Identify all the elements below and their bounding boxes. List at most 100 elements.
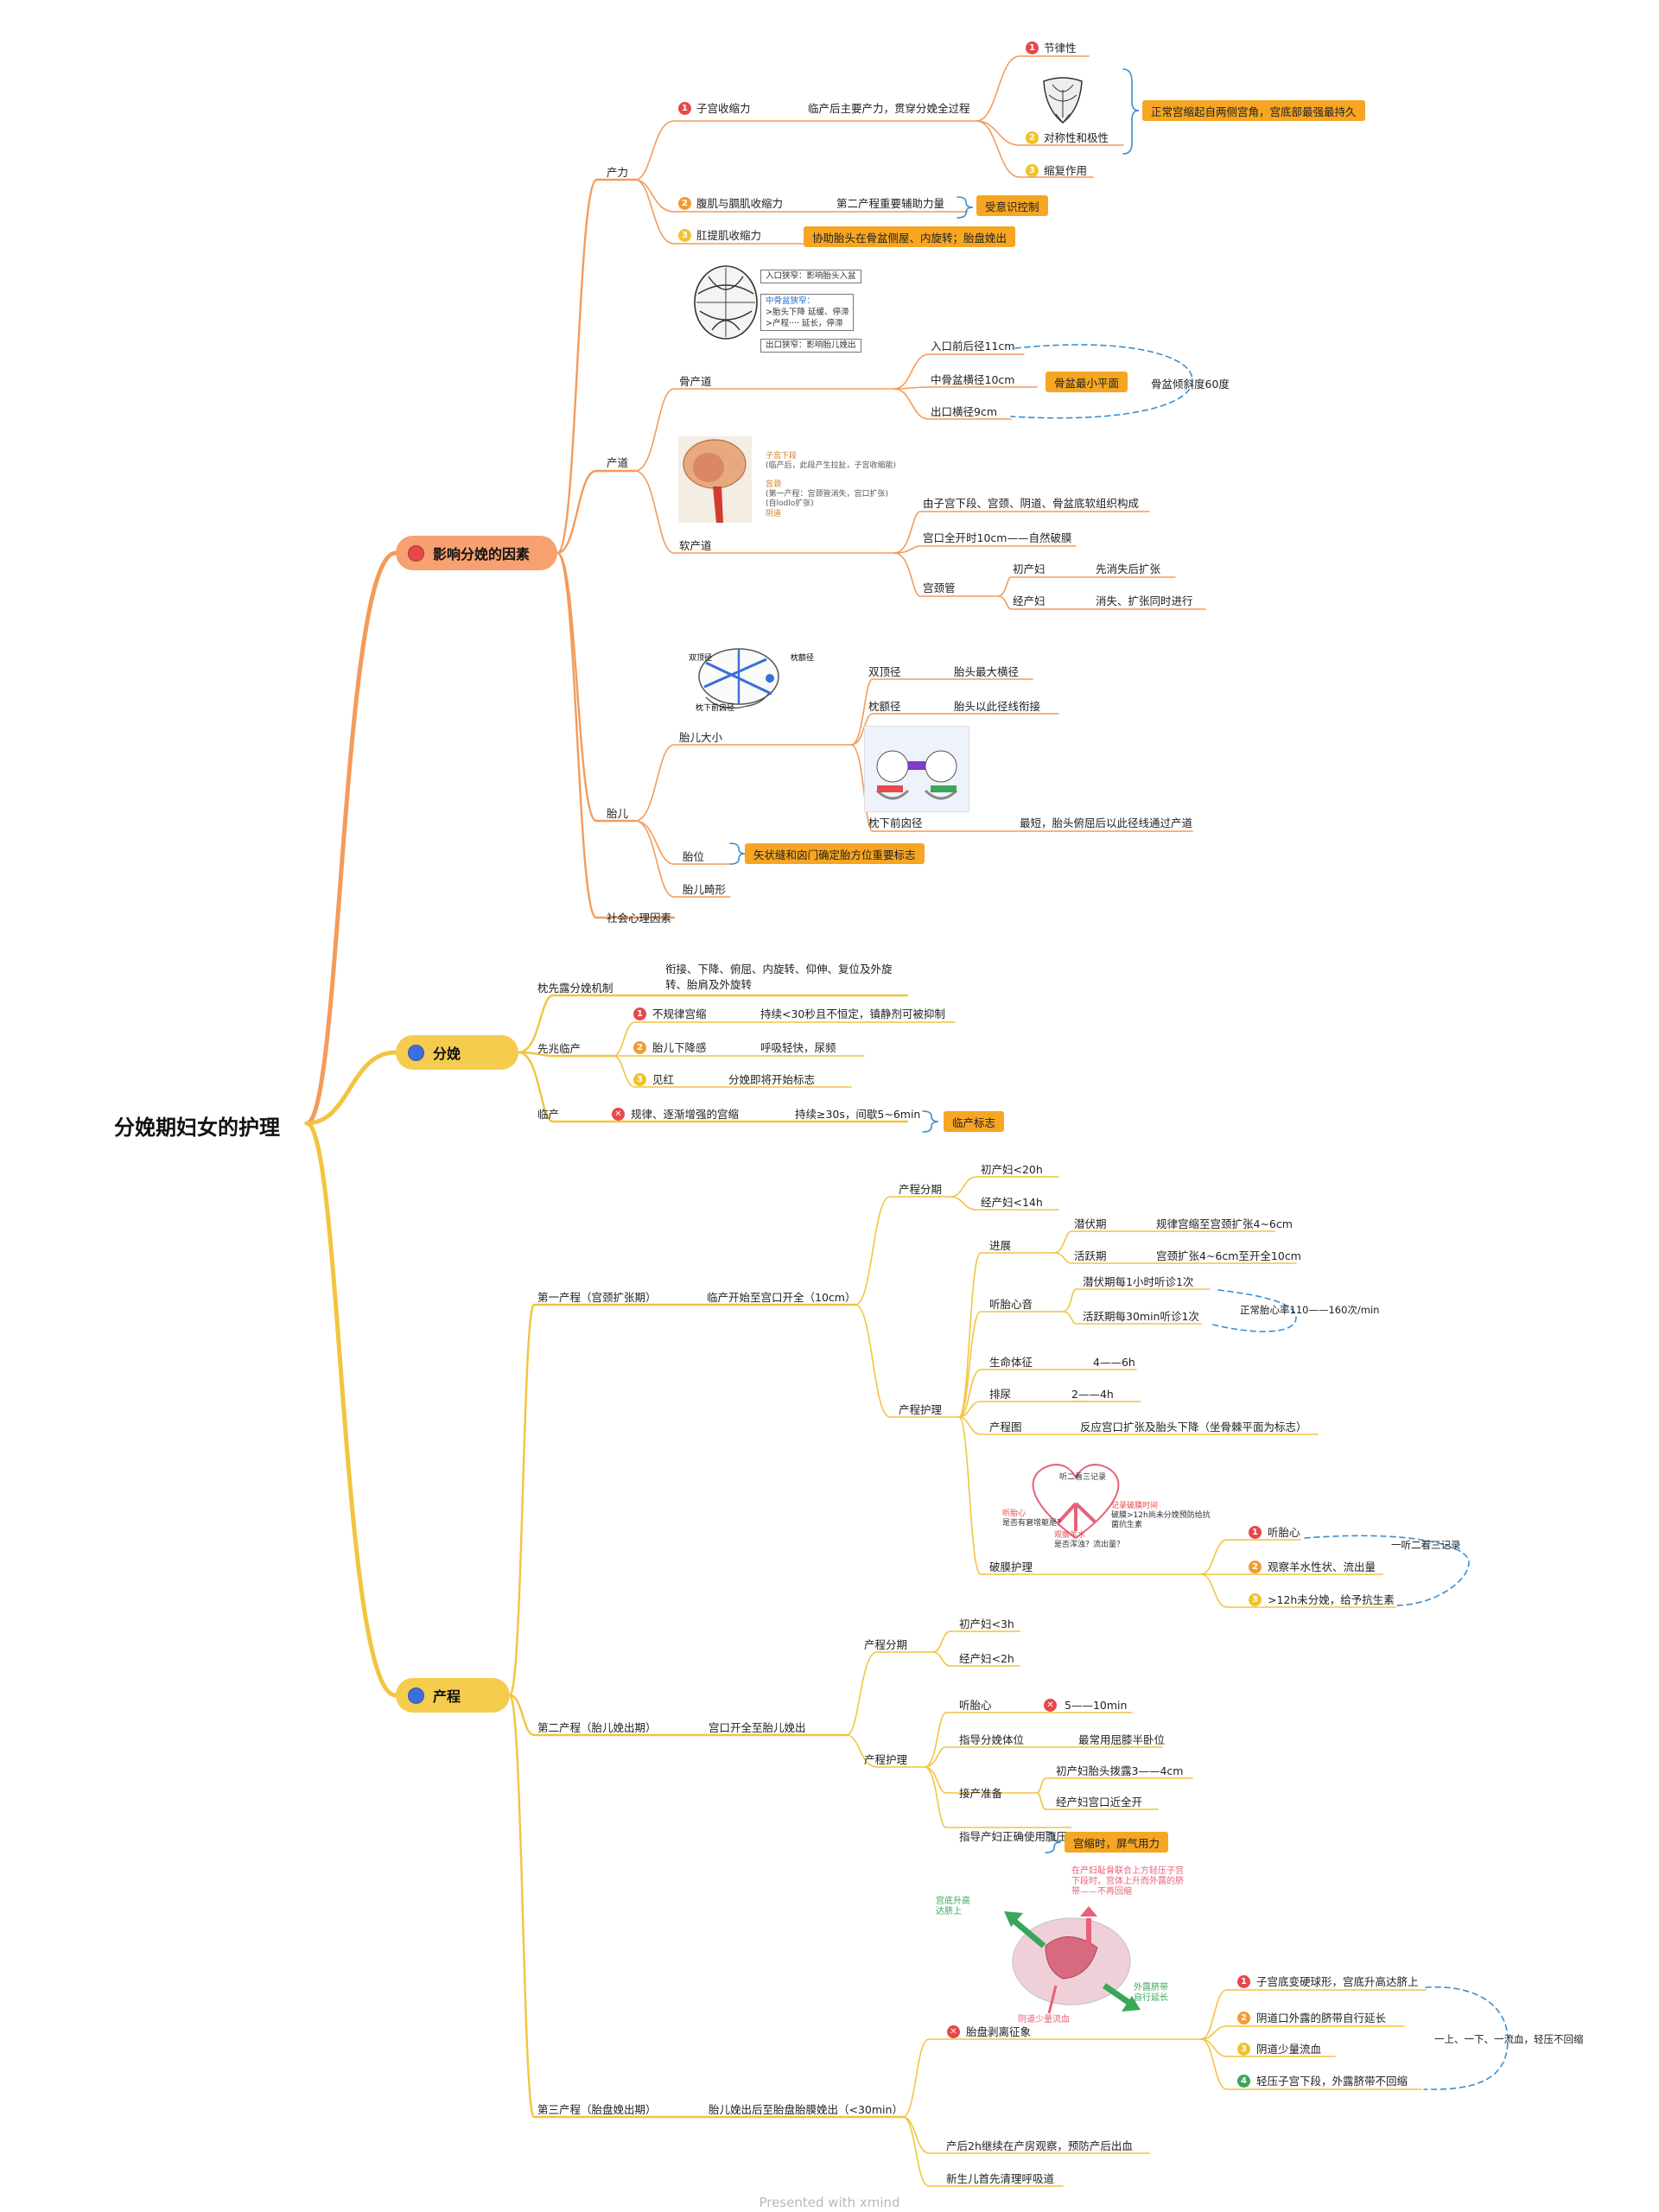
mechanism-desc[interactable]: 衔接、下降、俯屈、内旋转、仰伸、复位及外旋转、胎肩及外旋转 [665,963,893,991]
fhr-active[interactable]: 活跃期每30min听诊1次 [1083,1310,1199,1323]
second-stage-division[interactable]: 产程分期 [864,1638,908,1651]
callout-levator[interactable]: 协助胎头在骨盆侧屋、内旋转；胎盘娩出 [804,226,1016,247]
topic-progress[interactable]: 进展 [989,1239,1012,1252]
bony-item-inlet[interactable]: 入口前后径11cm [931,340,1015,353]
fuji-desc[interactable]: 第二产程重要辅助力量 [836,197,945,210]
topic-labor[interactable]: 临产 [537,1108,560,1121]
primipara-desc[interactable]: 先消失后扩张 [1096,563,1161,575]
soft-item-full-dilation[interactable]: 宫口全开时10cm——自然破膜 [923,531,1072,544]
callout-smallest-plane[interactable]: 骨盆最小平面 [1046,372,1128,392]
fhr-normal-note[interactable]: 正常胎心率110——160次/min [1240,1304,1380,1316]
second-stage-desc[interactable]: 宫口开全至胎儿娩出 [709,1721,806,1734]
first-stage-division[interactable]: 产程分期 [899,1183,943,1196]
sign-val-3[interactable]: 分娩即将开始标志 [728,1073,816,1086]
size-val-sob[interactable]: 最短，胎头俯屈后以此径线通过产道 [1020,817,1193,830]
sign-key-1[interactable]: 不规律宫缩 [652,1007,707,1020]
urination-value[interactable]: 2——4h [1071,1388,1114,1401]
rupture-item-2[interactable]: 观察羊水性状、流出量 [1268,1560,1376,1573]
first-stage-primi[interactable]: 初产妇<20h [981,1163,1043,1176]
topic-push[interactable]: 指导产妇正确使用腹压 [959,1830,1068,1843]
topic-delivery-prep[interactable]: 接产准备 [959,1787,1003,1800]
topic-bony-canal[interactable]: 骨产道 [679,375,712,388]
gongsuo-desc[interactable]: 临产后主要产力，贯穿分娩全过程 [808,102,970,115]
topic-fetal-size[interactable]: 胎儿大小 [679,731,723,744]
topic-urination[interactable]: 排尿 [989,1388,1012,1401]
sign-val-2[interactable]: 呼吸轻快，尿频 [760,1041,836,1054]
topic-second-stage[interactable]: 第二产程（胎儿娩出期） [537,1721,657,1734]
prep-primi[interactable]: 初产妇胎头拨露3——4cm [1056,1764,1184,1777]
topic-partogram[interactable]: 产程图 [989,1421,1022,1433]
size-val-ofd[interactable]: 胎头以此径线衔接 [954,700,1041,713]
newborn-airway[interactable]: 新生儿首先清理呼吸道 [946,2172,1055,2185]
separation-note[interactable]: 一上、一下、一流血，轻压不回缩 [1434,2033,1584,2045]
soft-item-composition[interactable]: 由子宫下段、宫颈、阴道、骨盆底软组织构成 [923,497,1140,510]
topic-fetus[interactable]: 胎儿 [607,807,629,820]
main-topic-factors[interactable]: 影响分娩的因素 [396,536,557,570]
separation-sign-3[interactable]: 阴道少量流血 [1256,2043,1322,2056]
vitals-value[interactable]: 4——6h [1093,1356,1135,1369]
rupture-item-1[interactable]: 听胎心 [1268,1526,1300,1539]
sign-val-1[interactable]: 持续<30秒且不恒定，镇静剂可被抑制 [760,1007,945,1020]
sign-key-3[interactable]: 见红 [652,1073,675,1086]
trait-rhythm[interactable]: 节律性 [1044,41,1077,54]
separation-sign-4[interactable]: 轻压子宫下段，外露脐带不回缩 [1256,2075,1408,2088]
separation-sign-2[interactable]: 阴道口外露的脐带自行延长 [1256,2012,1387,2024]
latent-phase-desc[interactable]: 规律宫缩至宫颈扩张4~6cm [1156,1217,1293,1230]
delivery-position-value[interactable]: 最常用屈膝半卧位 [1078,1733,1166,1746]
topic-cervical-canal[interactable]: 宫颈管 [923,582,956,594]
separation-sign-1[interactable]: 子宫底变硬球形，宫底升高达脐上 [1256,1975,1419,1988]
topic-fhr[interactable]: 听胎心音 [989,1298,1033,1311]
size-val-bpd[interactable]: 胎头最大横径 [954,665,1020,678]
labor-value[interactable]: 持续≥30s，间歇5~6min [795,1108,921,1121]
topic-fetal-position[interactable]: 胎位 [683,850,705,863]
topic-first-stage[interactable]: 第一产程（宫颈扩张期） [537,1291,657,1304]
topic-chanli[interactable]: 产力 [607,166,629,179]
trait-retraction[interactable]: 缩复作用 [1044,164,1088,177]
size-key-ofd[interactable]: 枕额径 [868,700,901,713]
rupture-item-3[interactable]: >12h未分娩，给予抗生素 [1268,1593,1395,1606]
prep-multi[interactable]: 经产妇宫口近全开 [1056,1796,1143,1808]
bony-item-mid[interactable]: 中骨盆横径10cm [931,373,1015,386]
callout-uterine[interactable]: 正常宫缩起自两侧宫角，宫底部最强最持久 [1142,100,1365,121]
trait-symmetry[interactable]: 对称性和极性 [1044,131,1109,144]
topic-signs[interactable]: 先兆临产 [537,1042,582,1055]
third-stage-desc[interactable]: 胎儿娩出后至胎盘胎膜娩出（<30min） [709,2103,903,2116]
callout-conscious[interactable]: 受意识控制 [976,195,1048,216]
primipara-label[interactable]: 初产妇 [1013,563,1046,575]
topic-psych[interactable]: 社会心理因素 [607,912,672,925]
first-stage-care[interactable]: 产程护理 [899,1403,943,1416]
size-key-sob[interactable]: 枕下前囟径 [868,817,923,830]
labor-desc[interactable]: 规律、逐渐增强的宫缩 [631,1108,740,1121]
callout-labor-sign[interactable]: 临产标志 [944,1111,1005,1132]
callout-push[interactable]: 宫缩时，屏气用力 [1065,1832,1169,1853]
topic-fuji[interactable]: 腹肌与膈肌收缩力 [696,197,784,210]
second-stage-multi[interactable]: 经产妇<2h [959,1652,1014,1665]
topic-malformation[interactable]: 胎儿畸形 [683,883,727,896]
active-phase-desc[interactable]: 宫颈扩张4~6cm至开全10cm [1156,1249,1301,1262]
second-stage-care[interactable]: 产程护理 [864,1753,908,1766]
multipara-desc[interactable]: 消失、扩张同时进行 [1096,594,1193,607]
postpartum-observation[interactable]: 产后2h继续在产房观察，预防产后出血 [946,2139,1133,2152]
topic-vitals[interactable]: 生命体征 [989,1356,1033,1369]
topic-mechanism[interactable]: 枕先露分娩机制 [537,982,613,995]
rupture-note[interactable]: 一听二看三记录 [1391,1539,1461,1551]
first-stage-multi[interactable]: 经产妇<14h [981,1196,1043,1209]
topic-soft-canal[interactable]: 软产道 [679,539,712,552]
pelvic-tilt-note[interactable]: 骨盆倾斜度60度 [1151,378,1230,391]
root-topic[interactable]: 分娩期妇女的护理 [114,1116,280,1140]
fhr-latent[interactable]: 潜伏期每1小时听诊1次 [1083,1275,1194,1288]
callout-suture[interactable]: 矢状缝和囟门确定胎方位重要标志 [745,843,925,864]
first-stage-desc[interactable]: 临产开始至宫口开全（10cm） [707,1291,856,1304]
second-stage-primi[interactable]: 初产妇<3h [959,1618,1014,1630]
latent-phase[interactable]: 潜伏期 [1074,1217,1107,1230]
partogram-desc[interactable]: 反应宫口扩张及胎头下降（坐骨棘平面为标志） [1080,1421,1307,1433]
listen-fhr-value[interactable]: 5——10min [1065,1699,1128,1712]
topic-gongsuo[interactable]: 子宫收缩力 [696,102,751,115]
size-key-bpd[interactable]: 双顶径 [868,665,901,678]
main-topic-delivery[interactable]: 分娩 [396,1035,518,1070]
active-phase[interactable]: 活跃期 [1074,1249,1107,1262]
topic-third-stage[interactable]: 第三产程（胎盘娩出期） [537,2103,657,2116]
topic-chandao[interactable]: 产道 [607,456,629,469]
topic-listen-fhr[interactable]: 听胎心 [959,1699,992,1712]
multipara-label[interactable]: 经产妇 [1013,594,1046,607]
